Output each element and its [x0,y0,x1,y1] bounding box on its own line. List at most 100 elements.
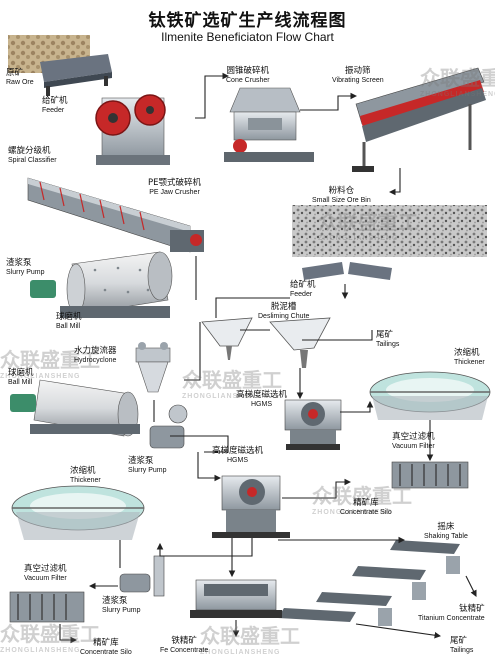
label-spiral-classifier: 螺旋分级机 Spiral Classifier [8,146,57,166]
watermark-cn: 众联盛重工 [182,368,282,392]
label-en: Thickener [454,359,485,366]
label-cn: 渣浆泵 [128,456,154,466]
watermark-en: ZHONGLIANSHENG [182,393,263,400]
ball-mill-2-machine [10,379,140,437]
label-cn: 高梯度磁选机 [236,390,288,400]
label-cn: 渣浆泵 [102,596,128,606]
label-en: Cone Crusher [226,77,270,84]
label-en: Spiral Classifier [8,157,57,164]
slurry-pump-2-machine [149,404,188,449]
label-cn: 原矿 [6,68,24,78]
thickener-left-machine [11,485,145,540]
label-cone-crusher: 圆锥破碎机 Cone Crusher [226,66,270,86]
label-en: Vibrating Screen [332,77,384,84]
vibrating-screen-machine [352,67,486,172]
label-hydrocyclone: 水力旋流器 Hydrocyclone [74,346,117,366]
fe-concentrate-machine [190,579,282,618]
label-cn: 真空过滤机 [24,564,67,574]
label-en: Slurry Pump [6,269,45,276]
hydrocyclone-machine [135,342,171,393]
label-cn: 渣浆泵 [6,258,32,268]
label-en: Slurry Pump [128,467,167,474]
label-cn: 尾矿 [450,636,468,646]
thickener-right-machine [369,371,491,420]
label-ball-mill-2: 球磨机 Ball Mill [8,368,34,388]
label-jaw-crusher: PE颚式破碎机 PE Jaw Crusher [148,178,201,198]
label-en: Slurry Pump [102,607,141,614]
label-cn: 真空过滤机 [392,432,435,442]
watermark-cn: 众联盛重工 [420,66,495,90]
label-thickener-right: 浓缩机 Thickener [454,348,485,368]
watermark-en: ZHONGLIANSHENG [0,647,81,654]
vacuum-filter-left-machine [9,591,85,623]
label-cn: 精矿库 [93,638,119,648]
label-en: Hydrocyclone [74,357,117,364]
feeder-top-machine [40,54,112,96]
label-cn: 给矿机 [42,96,68,106]
label-raw-ore: 原矿 Raw Ore [6,68,34,88]
label-en: HGMS [227,457,248,464]
label-cn: 振动筛 [345,66,371,76]
label-cn: 铁精矿 [171,636,197,646]
page-subtitle: Ilmenite Beneficiaton Flow Chart [161,30,334,44]
label-ball-mill-1: 球磨机 Ball Mill [56,312,82,332]
label-concentrate-silo-mid: 精矿库 Concentrate Silo [340,498,392,518]
label-cn: 螺旋分级机 [8,146,51,156]
watermark-cn: 众联盛重工 [318,210,418,234]
label-en: Desliming Chute [258,313,310,320]
watermark-en: ZHONGLIANSHENG [0,373,81,380]
label-cn: 给矿机 [290,280,316,290]
label-cn: 浓缩机 [454,348,480,358]
label-concentrate-silo-bottom: 精矿库 Concentrate Silo [80,638,132,658]
label-desliming-chute: 脱泥槽 Desliming Chute [258,302,309,322]
label-cn: PE颚式破碎机 [148,178,201,188]
label-cn: 精矿库 [353,498,379,508]
desliming-chute-machine [201,317,331,368]
label-tailings-2: 尾矿 Tailings [450,636,473,656]
label-cn: 圆锥破碎机 [226,66,270,76]
slurry-pump-3-machine [119,555,165,597]
label-shaking-table: 摇床 Shaking Table [424,522,468,542]
label-en: PE Jaw Crusher [149,189,200,196]
label-cn: 尾矿 [376,330,394,340]
label-en: Vacuum Filter [392,443,435,450]
cone-crusher-machine [224,87,314,162]
hgms-2-machine [212,475,290,538]
label-titanium-concentrate: 钛精矿 Titanium Concentrate [418,604,485,624]
label-en: Feeder [290,291,313,298]
watermark-cn: 众联盛重工 [312,484,412,508]
label-en: Thickener [70,477,101,484]
label-tailings-1: 尾矿 Tailings [376,330,399,350]
page-title: 钛铁矿选矿生产线流程图 [148,11,347,31]
label-hgms-2: 高梯度磁选机 HGMS [212,446,263,466]
jaw-crusher-machine [95,94,170,165]
feeder-mid-machine [302,262,392,280]
label-cn: 高梯度磁选机 [212,446,264,456]
label-slurry-pump-3: 渣浆泵 Slurry Pump [102,596,141,616]
label-cn: 脱泥槽 [270,302,297,312]
label-en: Small Size Ore Bin [312,197,371,204]
watermark-cn: 众联盛重工 [0,348,100,372]
label-en: Ball Mill [8,379,33,386]
watermark-cn: 众联盛重工 [200,624,300,648]
label-en: Fe Concentrate [160,647,209,654]
label-en: Ball Mill [56,323,81,330]
label-en: Concentrate Silo [80,649,132,656]
shaking-table-machines [278,540,460,626]
label-hgms-1: 高梯度磁选机 HGMS [236,390,287,410]
label-ore-bin: 粉料仓 Small Size Ore Bin [312,186,371,206]
label-en: Raw Ore [6,79,34,86]
label-en: Concentrate Silo [340,509,392,516]
ore-bin-pile [292,205,487,257]
ball-mill-1-machine [30,251,173,318]
watermark-en: ZHONGLIANSHENG [318,235,399,242]
